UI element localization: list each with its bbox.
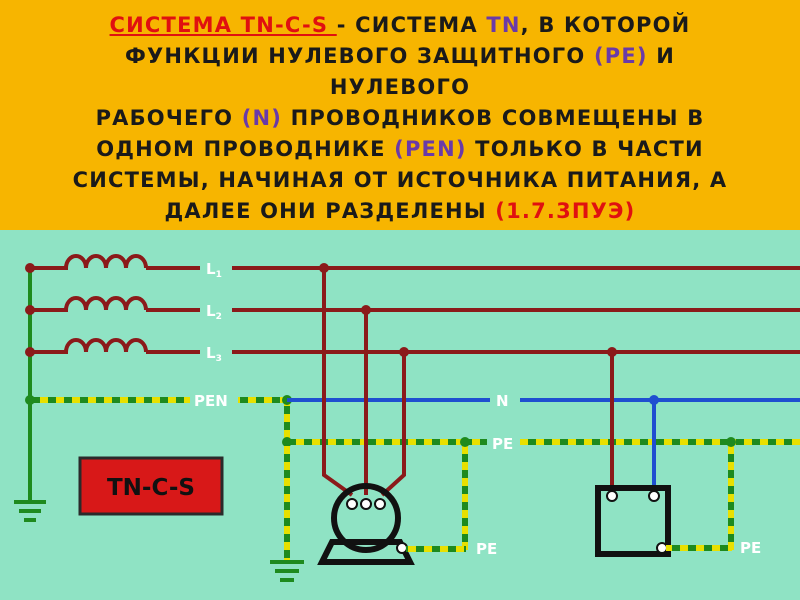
pe-conductor (520, 439, 800, 445)
header-text: - СИСТЕМА (336, 13, 487, 37)
junction-dot (607, 347, 617, 357)
header-line-2: ФУНКЦИИ НУЛЕВОГО ЗАЩИТНОГО (PE) И (20, 41, 780, 72)
pen-conductor (238, 397, 288, 403)
reference-highlight: (1.7.3ПУЭ) (495, 199, 636, 223)
junction-dot (361, 305, 371, 315)
header-line-1: СИСТЕМА TN-C-S - СИСТЕМА TN, В КОТОРОЙ (20, 10, 780, 41)
junction-dot (319, 263, 329, 273)
header-text: НУЛЕВОГО (329, 75, 471, 99)
terminal-icon (656, 542, 668, 554)
label-pe-motor: PE (476, 540, 497, 558)
header-text: ПРОВОДНИКОВ СОВМЕЩЕНЫ В (282, 106, 705, 130)
pe-ground-lead (284, 442, 290, 560)
junction-dot (649, 395, 659, 405)
definition-header: СИСТЕМА TN-C-S - СИСТЕМА TN, В КОТОРОЙ Ф… (0, 0, 800, 230)
ground-icon (270, 560, 304, 582)
pe-conductor (287, 439, 487, 445)
pen-split-conductor (284, 400, 290, 440)
header-text: И (647, 44, 675, 68)
header-text: , В КОТОРОЙ (520, 13, 691, 37)
system-badge: TN-C-S (78, 456, 224, 516)
junction-dot (25, 395, 35, 405)
header-line-3: НУЛЕВОГО (20, 72, 780, 103)
header-line-6: СИСТЕМЫ, НАЧИНАЯ ОТ ИСТОЧНИКА ПИТАНИЯ, А (20, 165, 780, 196)
transformer-coil-l3 (30, 338, 148, 354)
pen-conductor (30, 397, 190, 403)
header-text: СИСТЕМЫ, НАЧИНАЯ ОТ ИСТОЧНИКА ПИТАНИЯ, А (72, 168, 728, 192)
transformer-coil-l1 (30, 254, 148, 270)
term-title: СИСТЕМА TN-C-S (109, 13, 337, 37)
motor-icon (317, 483, 415, 565)
terminal-icon (606, 490, 618, 502)
label-n: N (496, 392, 509, 410)
motor-pe-conductor (462, 442, 468, 550)
label-l1: L1 (206, 260, 222, 280)
junction-dot (399, 347, 409, 357)
junction-dot (726, 437, 736, 447)
ground-icon (14, 500, 46, 522)
label-pen: PEN (194, 392, 228, 410)
label-l3: L3 (206, 344, 222, 364)
label-pe-box: PE (740, 539, 761, 557)
junction-dot (25, 305, 35, 315)
label-l2: L2 (206, 302, 222, 322)
motor-pe-conductor (406, 546, 466, 552)
pe-highlight: (PE) (593, 44, 648, 68)
motor-feed-l3 (380, 352, 406, 497)
header-line-5: ОДНОМ ПРОВОДНИКЕ (PEN) ТОЛЬКО В ЧАСТИ (20, 134, 780, 165)
header-text: ОДНОМ ПРОВОДНИКЕ (96, 137, 395, 161)
pen-highlight: (PEN) (394, 137, 467, 161)
tn-highlight: TN (486, 13, 521, 37)
header-text: ФУНКЦИИ НУЛЕВОГО ЗАЩИТНОГО (125, 44, 594, 68)
motor-feed-l1 (322, 268, 354, 497)
label-pe: PE (492, 435, 513, 453)
header-line-4: РАБОЧЕГО (N) ПРОВОДНИКОВ СОВМЕЩЕНЫ В (20, 103, 780, 134)
header-line-7: ДАЛЕЕ ОНИ РАЗДЕЛЕНЫ (1.7.3ПУЭ) (20, 196, 780, 227)
header-text: ТОЛЬКО В ЧАСТИ (466, 137, 704, 161)
n-highlight: (N) (241, 106, 283, 130)
junction-dot (460, 437, 470, 447)
tn-c-s-wiring-diagram: L1 L2 L3 PEN N PE PE (14, 254, 800, 582)
box-pe-conductor (666, 545, 732, 551)
junction-dot (25, 263, 35, 273)
transformer-coil-l2 (30, 296, 148, 312)
box-pe-conductor (728, 442, 734, 550)
consumer-box (595, 485, 671, 557)
header-text: РАБОЧЕГО (95, 106, 242, 130)
junction-dot (25, 347, 35, 357)
terminal-icon (648, 490, 660, 502)
system-badge-text: TN-C-S (107, 475, 195, 501)
header-text: ДАЛЕЕ ОНИ РАЗДЕЛЕНЫ (164, 199, 496, 223)
